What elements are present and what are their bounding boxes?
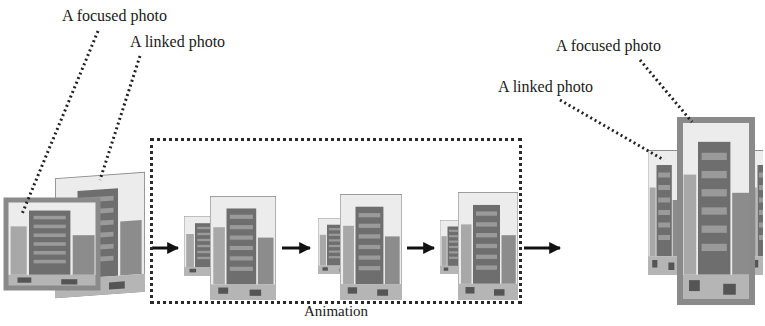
animation-region: Animation	[150, 138, 522, 304]
animation-frame	[318, 194, 402, 300]
arrow	[524, 247, 560, 250]
arrow	[407, 247, 434, 250]
focused-photo	[6, 200, 98, 288]
photo	[210, 196, 276, 300]
arrow	[282, 247, 310, 250]
linked-photo	[648, 150, 682, 275]
leader-line	[560, 100, 664, 160]
focused-photo	[680, 120, 752, 302]
region-heading: Animation	[153, 302, 519, 320]
photo	[340, 194, 402, 300]
leader-line	[640, 60, 692, 122]
animation-frame	[184, 196, 276, 300]
callout-label: A linked photo	[498, 77, 593, 97]
focus-frame	[680, 120, 752, 302]
leader-lines	[22, 31, 692, 214]
callout-label: A linked photo	[130, 32, 225, 52]
flow-arrows	[152, 247, 560, 250]
leader-line	[100, 56, 140, 180]
arrow	[152, 247, 178, 250]
callout-label: A focused photo	[62, 6, 167, 26]
animation-frame	[440, 192, 518, 300]
photo	[458, 192, 518, 300]
focus-frame	[6, 200, 98, 288]
photo-pair	[6, 172, 145, 298]
leader-line	[22, 31, 98, 214]
callout-label: A focused photo	[556, 36, 661, 56]
photo-pair	[648, 120, 763, 302]
